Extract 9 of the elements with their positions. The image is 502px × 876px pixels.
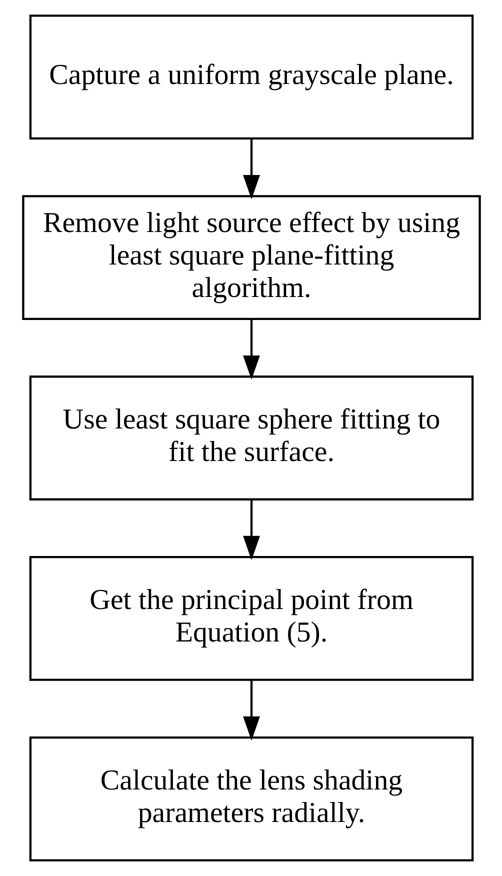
arrow [242,138,260,200]
node-box: Capture a uniform grayscale plane. [28,14,474,140]
arrow [242,680,260,741]
arrow [242,319,260,380]
node-box: Calculate the lens shading parameters radially. [28,736,474,862]
node-box: Use least square sphere fitting to fit the surface. [28,376,474,500]
node-box: Remove light source effect by using least square plane-fitting algorithm. [22,195,480,320]
arrow [242,500,260,560]
node-box: Get the principal point from Equation (5). [28,556,474,681]
